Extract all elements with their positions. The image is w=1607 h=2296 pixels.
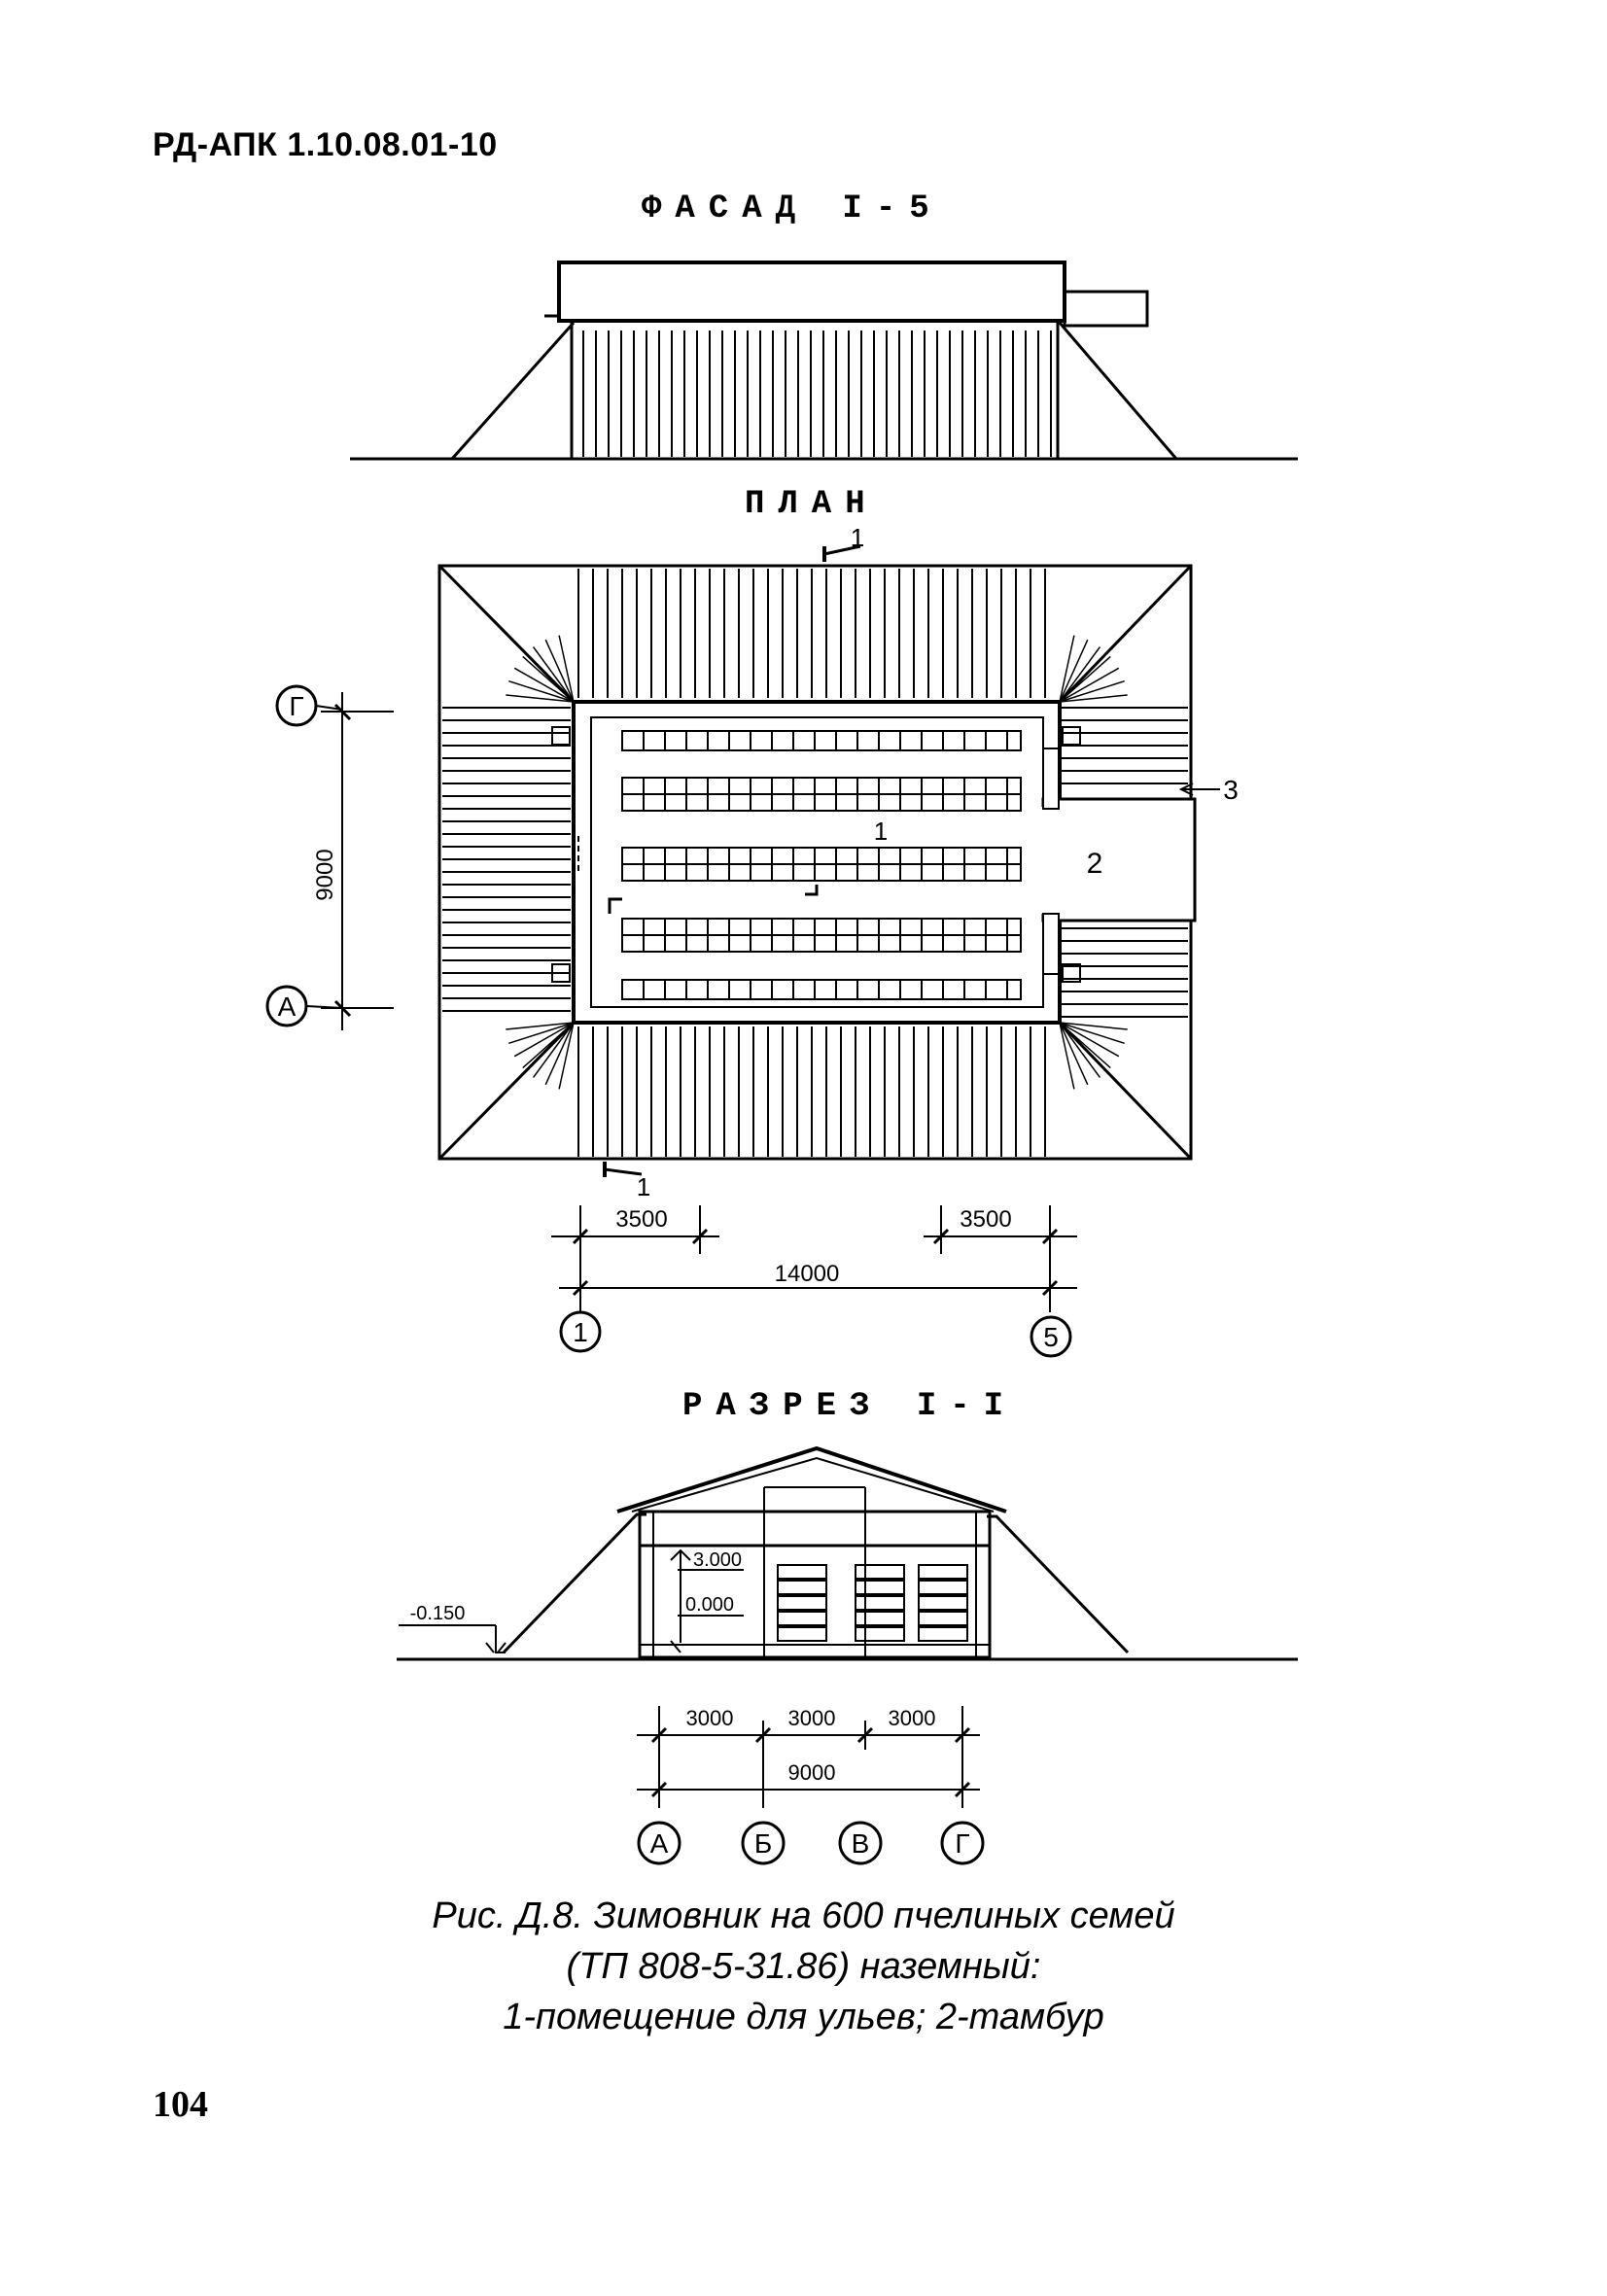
section-level-top: 3.000 <box>693 1549 742 1571</box>
section-hive <box>777 1580 827 1595</box>
section-hive <box>918 1626 968 1642</box>
plan-axis-a-label: А <box>278 991 297 1022</box>
section-dim-total: 9000 <box>788 1760 836 1785</box>
plan-fan-line <box>1059 1022 1101 1078</box>
plan-fan-line <box>508 1022 575 1045</box>
plan-fan-line <box>1059 1022 1125 1045</box>
caption-line-3: 1-помещение для ульев; 2-тамбур <box>503 1997 1104 2037</box>
caption-line-1: Рис. Д.8. Зимовник на 600 пчелиных семей <box>432 1896 1175 1936</box>
section-dim-bay-3: 3000 <box>889 1706 936 1730</box>
plan-fan-line <box>1059 1022 1075 1090</box>
section-hive <box>918 1580 968 1595</box>
plan-fan-line <box>1059 1022 1128 1030</box>
plan-fan-line <box>1059 1022 1120 1058</box>
section-title: РАЗРЕЗ I-I <box>682 1388 1018 1425</box>
section-hive <box>777 1564 827 1580</box>
facade-elevation <box>350 261 1298 461</box>
plan-fan-line <box>522 1022 575 1069</box>
section-axis-bubble-v <box>838 1821 883 1865</box>
plan-fan-line <box>532 646 575 703</box>
plan-fan-line <box>506 694 575 703</box>
facade-title: ФАСАД I-5 <box>642 191 943 227</box>
section-axis-a-label: А <box>650 1828 669 1859</box>
section-axis-v-label: В <box>852 1828 870 1859</box>
plan-fan-line <box>544 639 575 703</box>
section-hive <box>855 1564 905 1580</box>
caption-line-2: (ТП 808-5-31.86) наземный: <box>566 1946 1041 1987</box>
plan-fan-line <box>558 635 575 703</box>
section-axis-bubble-a <box>637 1821 681 1865</box>
plan-section-marker-top-label: 1 <box>851 523 864 552</box>
section-hive <box>918 1595 968 1611</box>
callout-3-label: 3 <box>1223 775 1239 805</box>
section-drawing <box>397 1445 1298 1661</box>
section-marker-top <box>822 544 861 562</box>
plan-fan-line <box>513 1022 575 1058</box>
plan-title: ПЛАН <box>745 486 879 523</box>
plan-fan-line <box>1059 1022 1111 1069</box>
section-axis-bubble-g <box>940 1821 985 1865</box>
section-hive <box>855 1595 905 1611</box>
document-code: РД-АПК 1.10.08.01-10 <box>153 126 498 163</box>
plan-dim-total: 14000 <box>775 1261 840 1287</box>
plan-fan-line <box>1059 694 1128 703</box>
section-hive <box>918 1564 968 1580</box>
plan-fan-line <box>508 679 575 703</box>
plan-fan-line <box>1059 646 1101 703</box>
section-hive <box>777 1626 827 1642</box>
plan-axis-1-label: 1 <box>573 1317 588 1347</box>
plan-fan-line <box>1059 1022 1089 1086</box>
section-axis-bubble-b <box>741 1821 786 1865</box>
plan-fan-line <box>1059 639 1089 703</box>
plan-fan-line <box>558 1022 575 1090</box>
figure-caption: Рис. Д.8. Зимовник на 600 пчелиных семей… <box>0 1891 1607 2042</box>
page-number: 104 <box>153 2084 208 2125</box>
section-axis-g-label: Г <box>955 1828 969 1859</box>
plan-axis-bubble-5 <box>1030 1315 1072 1358</box>
section-hive <box>855 1626 905 1642</box>
plan-fan-line <box>544 1022 575 1086</box>
plan-fan-line <box>1059 667 1120 703</box>
plan-fan-line <box>506 1022 575 1030</box>
section-hive <box>855 1580 905 1595</box>
plan-axis-bubble-1 <box>559 1310 602 1353</box>
section-marker-bottom <box>603 1162 643 1177</box>
section-level-floor: 0.000 <box>685 1594 734 1616</box>
section-axis-b-label: Б <box>754 1828 772 1859</box>
plan-dim-right-bay: 3500 <box>960 1206 1011 1233</box>
plan-fan-line <box>1059 635 1075 703</box>
plan-axis-5-label: 5 <box>1043 1322 1059 1352</box>
section-hive <box>855 1611 905 1626</box>
room-2-label: 2 <box>1087 848 1103 880</box>
section-dim-bay-1: 3000 <box>686 1706 734 1730</box>
plan-fan-line <box>513 667 575 703</box>
plan-fan-line <box>1059 679 1125 703</box>
plan-drawing <box>437 564 1197 1161</box>
section-hive <box>777 1595 827 1611</box>
hive-row <box>621 730 1022 751</box>
plan-dim-left-bay: 3500 <box>615 1206 667 1233</box>
room-1-label: 1 <box>874 817 888 846</box>
plan-fan-line <box>1059 655 1111 703</box>
plan-axis-g-label: Г <box>289 691 303 721</box>
plan-horizontal-dimensions <box>551 1205 1077 1312</box>
plan-fan-line <box>522 655 575 703</box>
plan-section-marker-bottom-label: 1 <box>637 1172 650 1201</box>
section-dim-bay-2: 3000 <box>788 1706 836 1730</box>
section-dimensions <box>637 1706 980 1808</box>
section-hive <box>918 1611 968 1626</box>
plan-fan-line <box>532 1022 575 1078</box>
section-hive <box>777 1611 827 1626</box>
hive-row <box>621 979 1022 1000</box>
section-level-ground: -0.150 <box>410 1603 466 1624</box>
plan-dim-vertical: 9000 <box>312 849 338 900</box>
